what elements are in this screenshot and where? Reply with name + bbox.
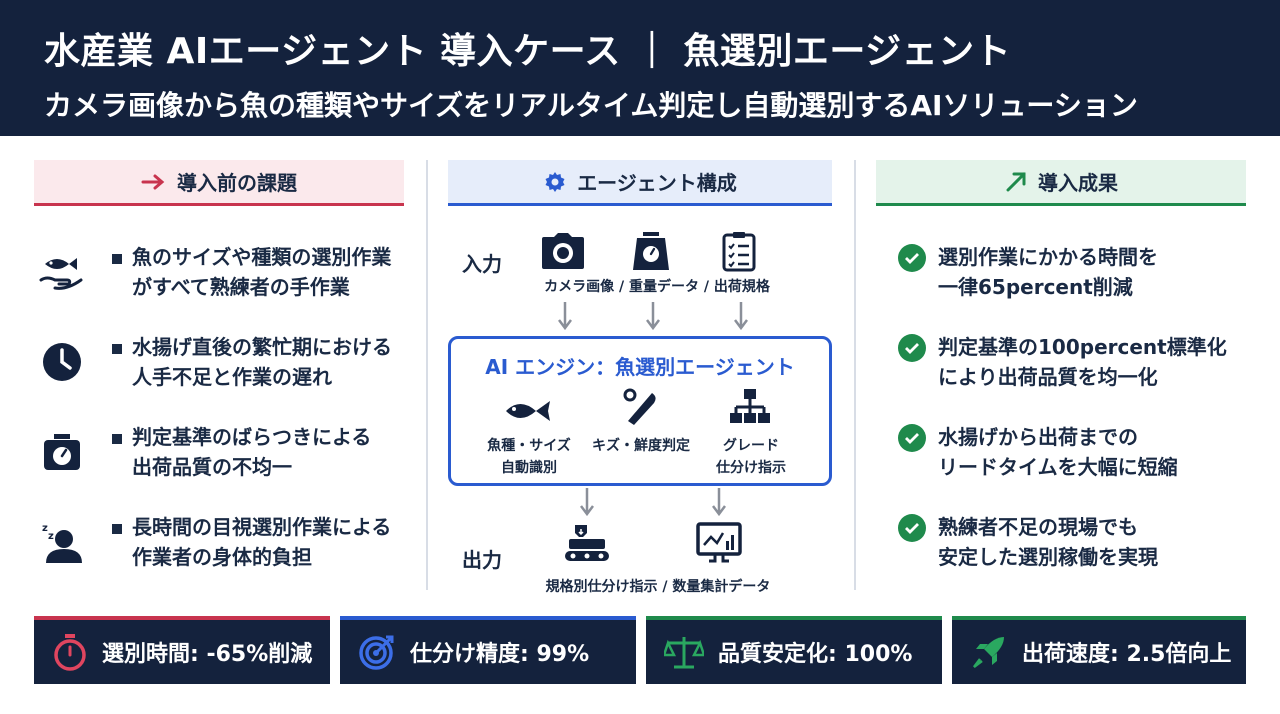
ai-engine-box: AI エンジン：魚選別エージェント 魚種・サイズ自動識別 キズ・鮮度判定 グレー…: [448, 336, 832, 486]
before-heading: 導入前の課題: [34, 160, 404, 206]
page-subtitle: カメラ画像から魚の種類やサイズをリアルタイム判定し自動選別するAIソリューション: [44, 89, 1138, 122]
list-item: 魚のサイズや種類の選別作業がすべて熟練者の手作業: [34, 242, 404, 302]
bullet: [112, 434, 122, 444]
engine-item-label: 仕分け指示: [716, 460, 786, 476]
gear-icon: [545, 171, 565, 192]
clock-icon: [34, 334, 90, 390]
list-item: 水揚げ直後の繁忙期における人手不足と作業の遅れ: [34, 332, 404, 392]
knife-icon: [615, 387, 669, 427]
arrow-right-icon: [141, 174, 165, 189]
arrow-down-icon: [580, 488, 594, 517]
bullet: [112, 524, 122, 534]
rocket-icon: [973, 637, 1004, 668]
arrow-down-icon: [558, 302, 572, 331]
result-line: 一律65percent削減: [938, 275, 1133, 299]
check-icon: [898, 514, 926, 542]
hierarchy-icon: [723, 387, 777, 427]
before-column: 導入前の課題 魚のサイズや種類の選別作業がすべて熟練者の手作業 水揚げ直後の繁忙…: [34, 160, 404, 590]
list-item: 選別作業にかかる時間を一律65percent削減: [898, 242, 1246, 302]
engine-item-label: 魚種・サイズ: [487, 438, 571, 454]
issue-line: がすべて熟練者の手作業: [132, 275, 350, 299]
engine-title: AI エンジン：魚選別エージェント: [485, 355, 795, 379]
agent-column: エージェント構成 入力 カメラ画像 / 重量データ / 出荷規格 AI エンジン…: [448, 160, 832, 595]
agent-heading-label: エージェント構成: [577, 171, 737, 195]
result-line: により出荷品質を均一化: [938, 365, 1158, 389]
checklist-icon: [712, 226, 766, 276]
output-label: 出力: [462, 548, 502, 572]
engine-item-label: グレード: [723, 438, 779, 454]
kpi-text: 出荷速度: 2.5倍向上: [1022, 642, 1232, 667]
result-line: 水揚げから出荷までの: [938, 425, 1138, 449]
column-divider: [426, 160, 428, 590]
kpi-card: 出荷速度: 2.5倍向上: [952, 616, 1246, 684]
camera-icon: [536, 226, 590, 276]
arrow-down-icon: [734, 302, 748, 331]
trend-up-icon: [1006, 172, 1026, 191]
list-item: 判定基準の100percent標準化により出荷品質を均一化: [898, 332, 1246, 392]
scale-icon: [34, 424, 90, 480]
after-heading-label: 導入成果: [1038, 171, 1118, 195]
before-heading-label: 導入前の課題: [177, 171, 297, 195]
page-title: 水産業 AIエージェント 導入ケース ｜ 魚選別エージェント: [44, 31, 1012, 72]
header-banner: 水産業 AIエージェント 導入ケース ｜ 魚選別エージェント カメラ画像から魚の…: [0, 0, 1280, 136]
list-item: 判定基準のばらつきによる出荷品質の不均一: [34, 422, 404, 482]
kpi-card: 仕分け精度: 99%: [340, 616, 636, 684]
input-label: 入力: [462, 252, 502, 276]
fish-hand-icon: [34, 244, 90, 300]
issue-line: 出荷品質の不均一: [132, 455, 292, 479]
input-caption: カメラ画像 / 重量データ / 出荷規格: [544, 279, 770, 295]
result-line: 熟練者不足の現場でも: [938, 515, 1138, 539]
balance-icon: [664, 637, 704, 669]
agent-heading: エージェント構成: [448, 160, 832, 206]
result-line: 安定した選別稼働を実現: [938, 545, 1158, 569]
issue-line: 水揚げ直後の繁忙期における: [132, 335, 392, 359]
engine-item-label: キズ・鮮度判定: [592, 438, 690, 454]
bullet: [112, 344, 122, 354]
column-divider: [854, 160, 856, 590]
issue-line: 魚のサイズや種類の選別作業: [132, 245, 392, 269]
issue-line: 作業者の身体的負担: [132, 545, 312, 569]
kpi-text: 品質安定化: 100%: [718, 642, 913, 667]
arrow-down-icon: [712, 488, 726, 517]
after-heading: 導入成果: [876, 160, 1246, 206]
result-line: 判定基準の100percent標準化: [938, 335, 1227, 359]
check-icon: [898, 424, 926, 452]
fish-icon: [501, 391, 555, 431]
kpi-text: 仕分け精度: 99%: [410, 642, 590, 667]
stopwatch-icon: [54, 634, 86, 671]
arrow-down-icon: [646, 302, 660, 331]
list-item: 熟練者不足の現場でも安定した選別稼働を実現: [898, 512, 1246, 572]
after-column: 導入成果 選別作業にかかる時間を一律65percent削減 判定基準の100pe…: [876, 160, 1246, 590]
conveyor-sorter-icon: [560, 518, 614, 568]
target-icon: [359, 635, 394, 670]
kpi-text: 選別時間: -65%削減: [102, 642, 313, 667]
check-icon: [898, 334, 926, 362]
svg-text:z: z: [48, 531, 54, 542]
issue-line: 判定基準のばらつきによる: [132, 425, 372, 449]
result-line: リードタイムを大幅に短縮: [938, 455, 1178, 479]
list-item: 水揚げから出荷までのリードタイムを大幅に短縮: [898, 422, 1246, 482]
kpi-card: 品質安定化: 100%: [646, 616, 942, 684]
monitor-chart-icon: [692, 518, 746, 568]
kpi-card: 選別時間: -65%削減: [34, 616, 330, 684]
output-caption: 規格別仕分け指示 / 数量集計データ: [545, 579, 771, 595]
weight-scale-icon: [624, 226, 678, 276]
check-icon: [898, 244, 926, 272]
engine-item-label: 自動識別: [501, 460, 557, 476]
issue-line: 人手不足と作業の遅れ: [132, 365, 332, 389]
result-line: 選別作業にかかる時間を: [938, 245, 1158, 269]
bullet: [112, 254, 122, 264]
svg-text:z: z: [42, 523, 48, 534]
issue-line: 長時間の目視選別作業による: [132, 515, 392, 539]
